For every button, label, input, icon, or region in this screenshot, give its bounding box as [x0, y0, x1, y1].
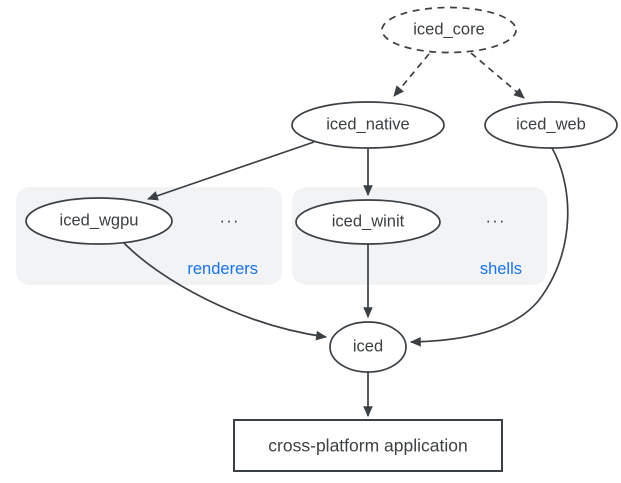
node-shape-app [233, 419, 503, 472]
renderers-ellipsis: ... [219, 207, 241, 227]
edge-iced-core-to-iced-native [393, 53, 430, 97]
group-label-shells: shells [479, 260, 522, 278]
node-label-iced-core: iced_core [413, 20, 485, 39]
shells-ellipsis: ... [485, 207, 507, 227]
node-shape-iced [329, 321, 407, 373]
node-shape-iced-native [291, 101, 445, 149]
node-label-iced-native: iced_native [326, 115, 410, 134]
edge-iced-wgpu-to-iced [122, 241, 328, 341]
node-shape-iced-web [484, 101, 618, 149]
edge-iced-web-to-iced [409, 147, 569, 347]
node-shape-iced-wgpu [25, 197, 173, 245]
node-label-iced: iced [352, 337, 384, 356]
node-label-iced-winit: iced_winit [331, 212, 405, 231]
node-shape-iced-core [381, 6, 517, 54]
node-shape-iced-winit [295, 199, 441, 245]
edge-iced-core-to-iced-web [470, 52, 525, 99]
node-label-iced-web: iced_web [516, 115, 586, 134]
edge-iced-native-to-iced-wgpu [146, 141, 315, 201]
node-label-app: cross-platform application [268, 435, 468, 456]
group-label-renderers: renderers [187, 260, 258, 278]
node-label-iced-wgpu: iced_wgpu [59, 211, 139, 230]
